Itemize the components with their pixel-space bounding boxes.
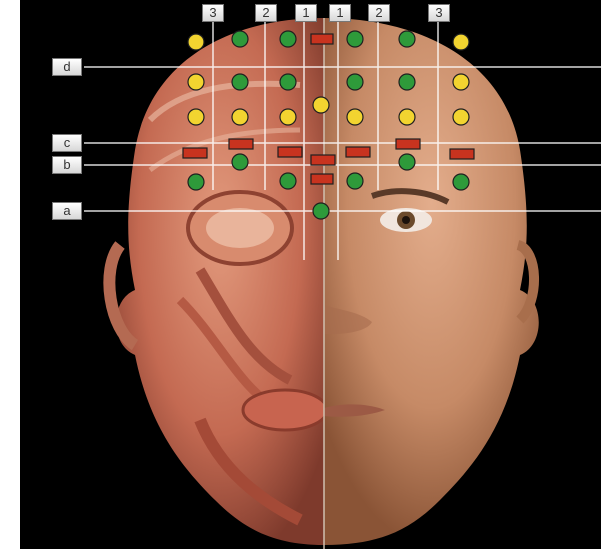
injection-point-green bbox=[280, 173, 296, 189]
injection-point-green bbox=[280, 31, 296, 47]
injection-marker-red bbox=[346, 147, 370, 157]
injection-point-yellow bbox=[453, 109, 469, 125]
column-label-right-2: 2 bbox=[368, 4, 390, 22]
injection-point-yellow bbox=[399, 109, 415, 125]
column-label-right-1: 1 bbox=[329, 4, 351, 22]
injection-point-green bbox=[347, 173, 363, 189]
injection-marker-red bbox=[183, 148, 207, 158]
injection-point-green bbox=[280, 74, 296, 90]
injection-marker-red bbox=[278, 147, 302, 157]
row-label-c: c bbox=[52, 134, 82, 152]
injection-point-green bbox=[399, 154, 415, 170]
injection-point-yellow bbox=[347, 109, 363, 125]
injection-point-green bbox=[232, 74, 248, 90]
row-label-b: b bbox=[52, 156, 82, 174]
injection-point-green bbox=[313, 203, 329, 219]
injection-point-yellow bbox=[453, 74, 469, 90]
injection-marker-red bbox=[311, 155, 335, 165]
injection-point-green bbox=[232, 31, 248, 47]
injection-point-yellow bbox=[313, 97, 329, 113]
injection-point-green bbox=[232, 154, 248, 170]
injection-point-yellow bbox=[280, 109, 296, 125]
row-label-d: d bbox=[52, 58, 82, 76]
column-label-right-3: 3 bbox=[428, 4, 450, 22]
injection-point-green bbox=[399, 31, 415, 47]
injection-point-yellow bbox=[188, 34, 204, 50]
injection-point-green bbox=[453, 174, 469, 190]
injection-marker-red bbox=[396, 139, 420, 149]
injection-point-yellow bbox=[188, 74, 204, 90]
injection-point-green bbox=[347, 74, 363, 90]
column-label-left-2: 2 bbox=[255, 4, 277, 22]
left-margin bbox=[0, 0, 20, 549]
injection-marker-red bbox=[229, 139, 253, 149]
injection-point-yellow bbox=[188, 109, 204, 125]
row-label-a: a bbox=[52, 202, 82, 220]
injection-point-green bbox=[347, 31, 363, 47]
column-label-left-3: 3 bbox=[202, 4, 224, 22]
injection-marker-red bbox=[450, 149, 474, 159]
injection-point-yellow bbox=[453, 34, 469, 50]
injection-point-green bbox=[188, 174, 204, 190]
injection-marker-red bbox=[311, 174, 333, 184]
column-label-left-1: 1 bbox=[295, 4, 317, 22]
injection-point-yellow bbox=[232, 109, 248, 125]
injection-point-green bbox=[399, 74, 415, 90]
injection-marker-red bbox=[311, 34, 333, 44]
